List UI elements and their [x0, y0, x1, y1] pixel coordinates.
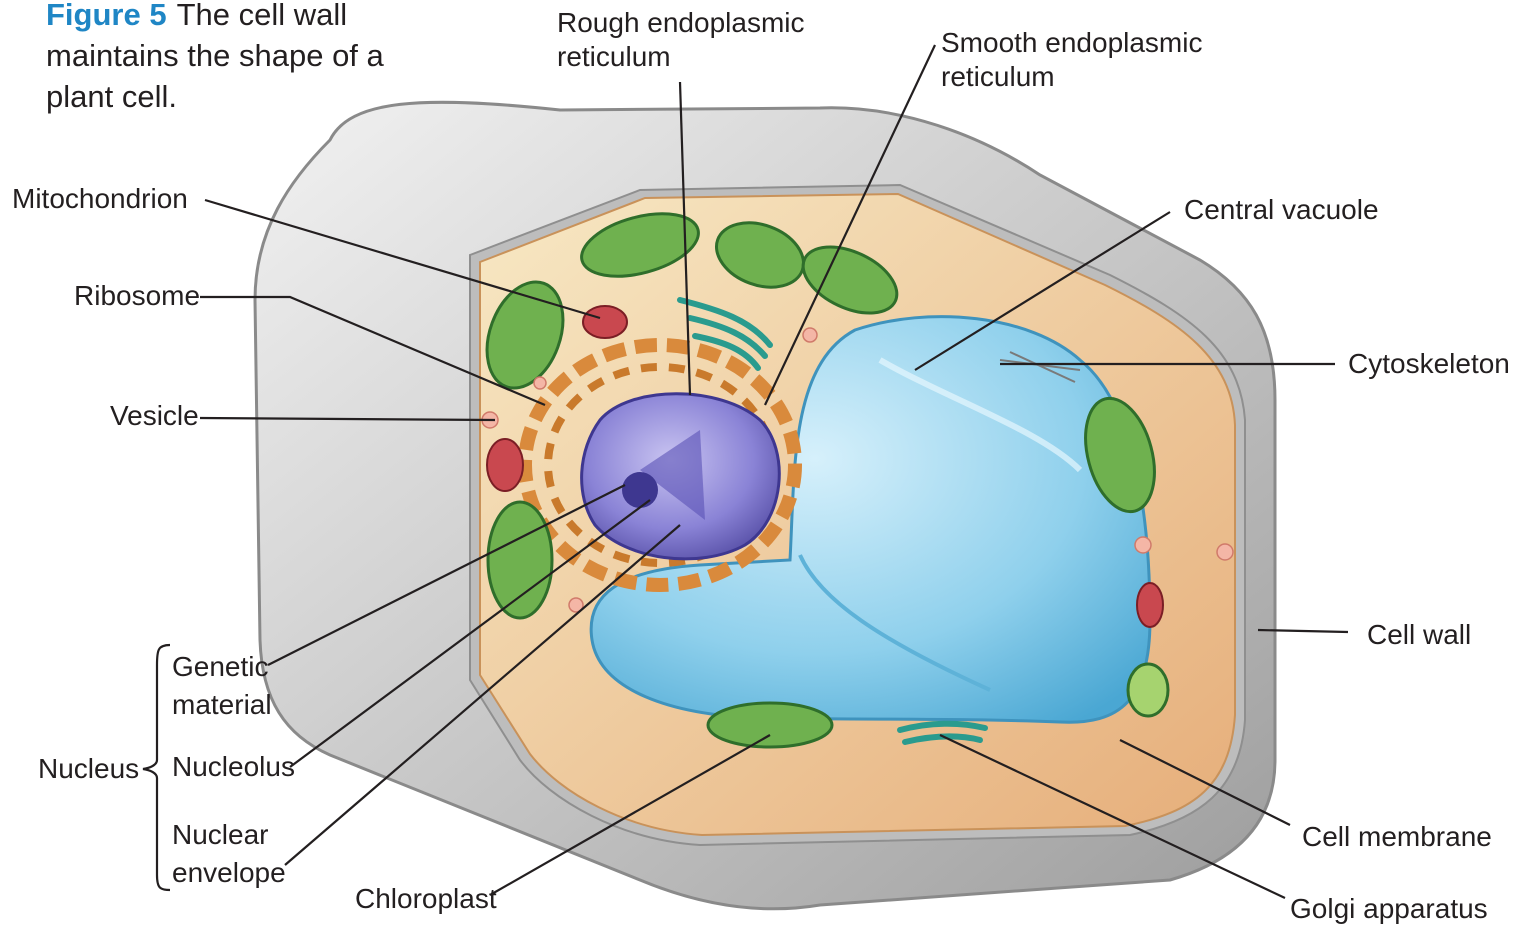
- label-smooth-er-line2: reticulum: [941, 60, 1202, 94]
- nucleolus-shape: [622, 472, 658, 508]
- label-nuclear-envelope: Nuclear envelope: [172, 818, 286, 890]
- label-nuclear-env-line2: envelope: [172, 856, 286, 890]
- label-ribosome: Ribosome: [74, 279, 200, 313]
- label-nucleus: Nucleus: [38, 752, 139, 786]
- label-nuclear-env-line1: Nuclear: [172, 818, 286, 852]
- label-mitochondrion: Mitochondrion: [12, 182, 188, 216]
- label-cytoskeleton: Cytoskeleton: [1348, 347, 1510, 381]
- label-chloroplast: Chloroplast: [355, 882, 497, 916]
- label-rough-er: Rough endoplasmic reticulum: [557, 6, 805, 74]
- label-cell-membrane: Cell membrane: [1302, 820, 1492, 854]
- label-rough-er-line1: Rough endoplasmic: [557, 6, 805, 40]
- label-vesicle: Vesicle: [110, 399, 199, 433]
- label-genetic-line1: Genetic: [172, 650, 272, 684]
- label-genetic-material: Genetic material: [172, 650, 272, 722]
- label-golgi-apparatus: Golgi apparatus: [1290, 892, 1488, 926]
- label-genetic-line2: material: [172, 688, 272, 722]
- label-nucleolus: Nucleolus: [172, 750, 295, 784]
- label-cell-wall: Cell wall: [1367, 618, 1471, 652]
- label-central-vacuole: Central vacuole: [1184, 193, 1379, 227]
- label-smooth-er-line1: Smooth endoplasmic: [941, 26, 1202, 60]
- label-smooth-er: Smooth endoplasmic reticulum: [941, 26, 1202, 94]
- label-rough-er-line2: reticulum: [557, 40, 805, 74]
